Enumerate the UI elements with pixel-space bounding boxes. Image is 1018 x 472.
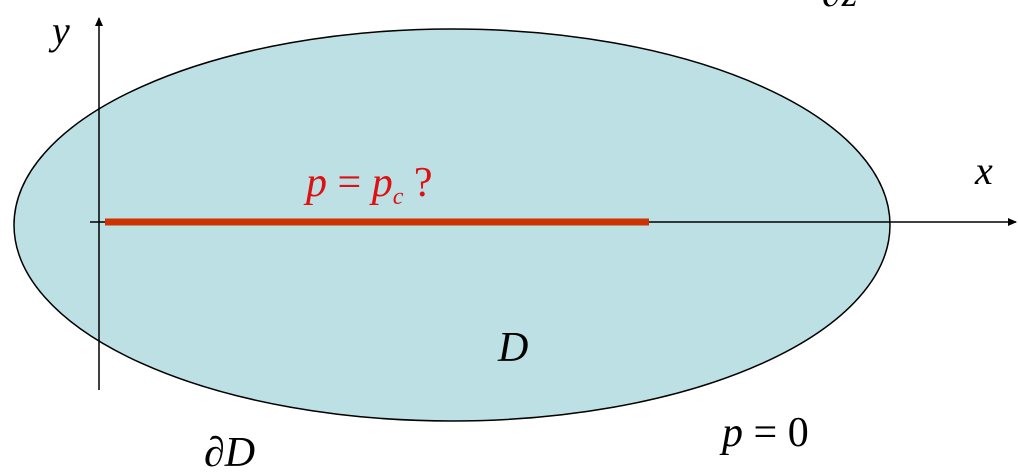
crack-pressure-label: p = pc ?: [303, 160, 433, 210]
bc-p-symbol: p: [719, 410, 743, 456]
y-axis-label: y: [48, 8, 70, 53]
crack-question-mark: ?: [403, 160, 432, 206]
domain-label: D: [497, 325, 528, 371]
crack-equals-sign: =: [327, 160, 372, 206]
crack-p-symbol: p: [303, 160, 327, 206]
crack-pc-subscript: c: [393, 184, 404, 210]
bc-zero-value: 0: [788, 410, 809, 456]
bc-equals-sign: =: [743, 410, 788, 456]
boundary-label: ∂D: [204, 430, 255, 472]
top-fragment-label: ∂z: [822, 0, 858, 15]
boundary-condition-label: p = 0: [719, 410, 809, 456]
crack-pc-symbol: p: [369, 160, 393, 206]
x-axis-label: x: [974, 148, 993, 193]
